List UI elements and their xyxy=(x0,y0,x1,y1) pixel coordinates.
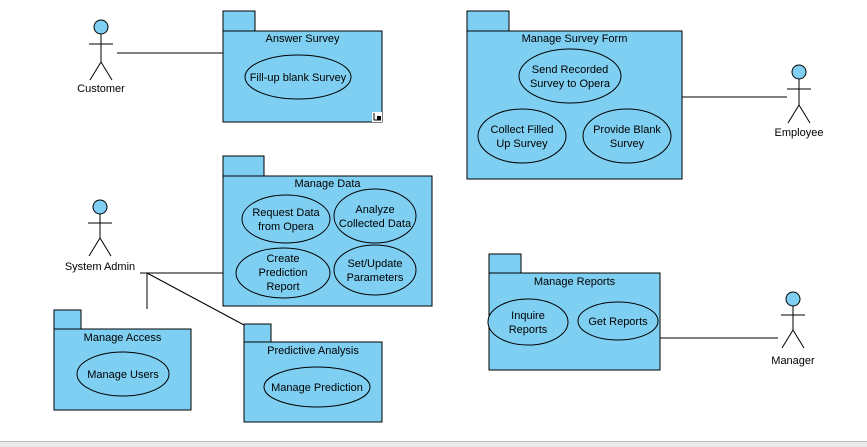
stick-figure-icon xyxy=(781,306,805,349)
actor-head-icon xyxy=(791,64,807,80)
actor-system-admin[interactable]: System Admin xyxy=(65,199,135,273)
use-case-label: Manage Users xyxy=(87,369,159,381)
actor-manager[interactable]: Manager xyxy=(771,291,815,367)
use-case-label: Fill-up blank Survey xyxy=(250,72,347,84)
package-predictive-analysis[interactable]: Predictive Analysis Manage Prediction xyxy=(243,323,383,423)
use-case-manage-prediction[interactable]: Manage Prediction xyxy=(263,366,371,408)
use-case-label-line-2: from Opera xyxy=(258,221,315,233)
package-title: Manage Access xyxy=(84,332,162,344)
use-case-send-recorded-survey[interactable]: Send Recorded Survey to Opera xyxy=(518,48,622,104)
stick-figure-icon xyxy=(89,34,113,81)
actor-label: Customer xyxy=(77,83,125,95)
use-case-manage-users[interactable]: Manage Users xyxy=(76,351,170,397)
actor-label: Employee xyxy=(775,127,824,139)
use-case-label-line-2: Survey xyxy=(610,138,645,150)
use-case-label-line-1: Analyze xyxy=(355,204,394,216)
package-manage-access[interactable]: Manage Access Manage Users xyxy=(53,309,192,411)
use-case-label: Get Reports xyxy=(588,316,648,328)
use-case-label-line-2: Up Survey xyxy=(496,138,548,150)
package-answer-survey[interactable]: Answer Survey Fill-up blank Survey xyxy=(222,10,383,123)
use-case-request-data-from-opera[interactable]: Request Data from Opera xyxy=(241,194,331,244)
use-case-label-line-1: Send Recorded xyxy=(532,64,608,76)
actor-employee[interactable]: Employee xyxy=(775,64,824,139)
package-title: Manage Data xyxy=(294,178,361,190)
use-case-inquire-reports[interactable]: Inquire Reports xyxy=(487,298,569,346)
resize-handle-icon[interactable] xyxy=(372,112,382,122)
actor-label: Manager xyxy=(771,355,815,367)
use-case-create-prediction-report[interactable]: Create Prediction Report xyxy=(235,247,331,299)
use-case-label-line-2: Parameters xyxy=(347,272,404,284)
use-case-analyze-collected-data[interactable]: Analyze Collected Data xyxy=(333,188,417,244)
use-case-label-line-1: Inquire xyxy=(511,310,545,322)
actor-head-icon xyxy=(92,199,108,215)
use-case-fill-up-blank-survey[interactable]: Fill-up blank Survey xyxy=(244,54,352,100)
association-admin-predictive-analysis xyxy=(146,272,245,326)
package-title: Manage Reports xyxy=(534,276,616,288)
use-case-set-update-parameters[interactable]: Set/Update Parameters xyxy=(333,244,417,296)
stick-figure-icon xyxy=(88,214,112,257)
actor-label: System Admin xyxy=(65,261,135,273)
actor-customer[interactable]: Customer xyxy=(77,19,125,95)
actor-head-icon xyxy=(93,19,109,35)
use-case-label-line-1: Create xyxy=(266,253,299,265)
package-manage-survey-form[interactable]: Manage Survey Form Send Recorded Survey … xyxy=(466,10,683,180)
package-title: Manage Survey Form xyxy=(522,33,628,45)
use-case-label-line-1: Provide Blank xyxy=(593,124,661,136)
package-title: Answer Survey xyxy=(266,33,340,45)
use-case-label-line-2: Reports xyxy=(509,324,548,336)
use-case-label-line-1: Request Data xyxy=(252,207,320,219)
use-case-get-reports[interactable]: Get Reports xyxy=(577,301,659,341)
use-case-label: Manage Prediction xyxy=(271,382,363,394)
use-case-label-line-2: Survey to Opera xyxy=(530,78,611,90)
use-case-label-line-2: Collected Data xyxy=(339,218,412,230)
package-manage-data[interactable]: Manage Data Request Data from Opera Anal… xyxy=(222,155,433,307)
use-case-label-line-3: Report xyxy=(266,281,299,293)
stick-figure-icon xyxy=(787,79,811,124)
use-case-label-line-1: Collect Filled xyxy=(491,124,554,136)
package-manage-reports[interactable]: Manage Reports Inquire Reports Get Repor… xyxy=(487,253,661,371)
actor-head-icon xyxy=(785,291,801,307)
package-title: Predictive Analysis xyxy=(267,345,359,357)
bottom-scrollbar[interactable] xyxy=(0,441,867,447)
use-case-label-line-2: Prediction xyxy=(259,267,308,279)
use-case-provide-blank-survey[interactable]: Provide Blank Survey xyxy=(582,108,672,164)
use-case-label-line-1: Set/Update xyxy=(347,258,402,270)
use-case-collect-filled-up-survey[interactable]: Collect Filled Up Survey xyxy=(477,108,567,164)
